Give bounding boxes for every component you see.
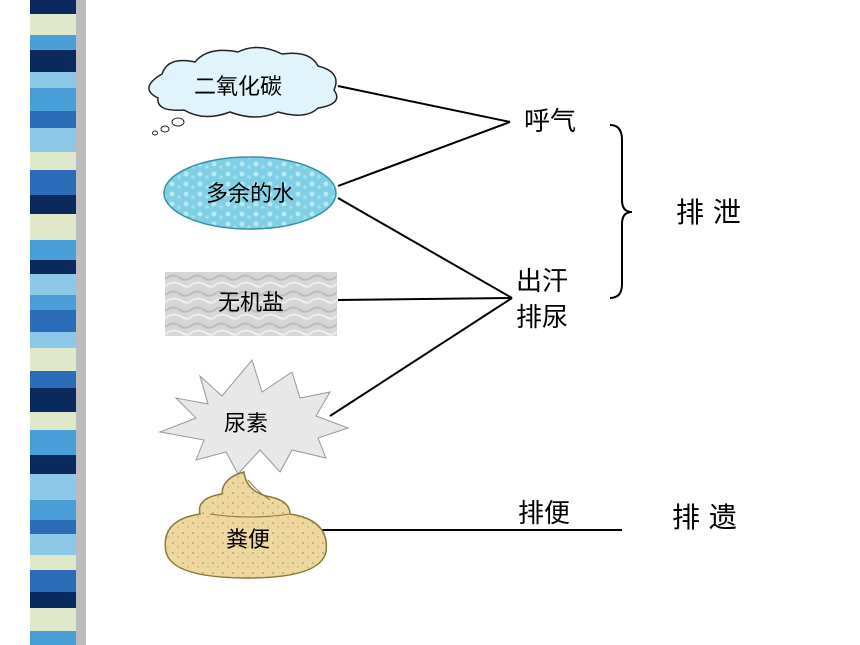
stripe-block — [30, 128, 76, 152]
stripe-block — [30, 310, 76, 332]
stripe-block — [30, 240, 76, 260]
stripe-block — [30, 520, 76, 534]
stripe-block — [30, 388, 76, 412]
stripe-block — [30, 14, 76, 35]
stripe-block — [30, 631, 76, 645]
water-label: 多余的水 — [206, 182, 294, 207]
stripe-block — [30, 371, 76, 388]
stripe-block — [30, 152, 76, 170]
stripe-block — [30, 260, 76, 274]
feces-pile: 粪便 — [164, 471, 328, 579]
co2-cloud: 二氧化碳 — [148, 46, 338, 136]
defecation-label: 排便 — [518, 499, 570, 529]
stripe-block — [30, 111, 76, 128]
water-ellipse: 多余的水 — [163, 156, 337, 230]
stripe-block — [30, 88, 76, 111]
co2-label: 二氧化碳 — [194, 75, 282, 100]
urea-label: 尿素 — [224, 412, 268, 437]
stripe-block — [30, 455, 76, 474]
stripe-block — [30, 72, 76, 88]
urea-explosion: 尿素 — [158, 358, 350, 475]
stripe-block — [30, 412, 76, 430]
urine-label: 排尿 — [516, 303, 568, 333]
excretion-label: 排 泄 — [676, 196, 741, 229]
stripe-block — [30, 274, 76, 295]
stripe-block — [30, 195, 76, 214]
sweat-label: 出汗 — [516, 267, 568, 297]
stripe-block — [30, 500, 76, 520]
stripe-block — [30, 170, 76, 195]
stripe-block — [30, 534, 76, 555]
stripe-block — [30, 0, 76, 14]
stripe-block — [30, 570, 76, 592]
feces-label: 粪便 — [226, 528, 270, 553]
stripe-block — [30, 348, 76, 371]
stripe-block — [30, 608, 76, 631]
connector-lines — [316, 85, 622, 531]
salt-label: 无机盐 — [218, 291, 284, 316]
decorative-stripe-bar — [0, 0, 100, 645]
stripe-block — [30, 592, 76, 608]
stripe-block — [30, 35, 76, 50]
stripe-block — [30, 214, 76, 240]
stripe-block — [30, 295, 76, 310]
breath-label: 呼气 — [524, 107, 576, 137]
salt-box: 无机盐 — [165, 272, 337, 336]
stripe-block — [30, 332, 76, 348]
excretion-bracket — [609, 124, 633, 299]
stripe-block — [30, 430, 76, 455]
egestion-label: 排 遗 — [672, 501, 737, 534]
stripe-block — [30, 474, 76, 500]
stripe-block — [30, 555, 76, 570]
stripe-block — [30, 50, 76, 72]
